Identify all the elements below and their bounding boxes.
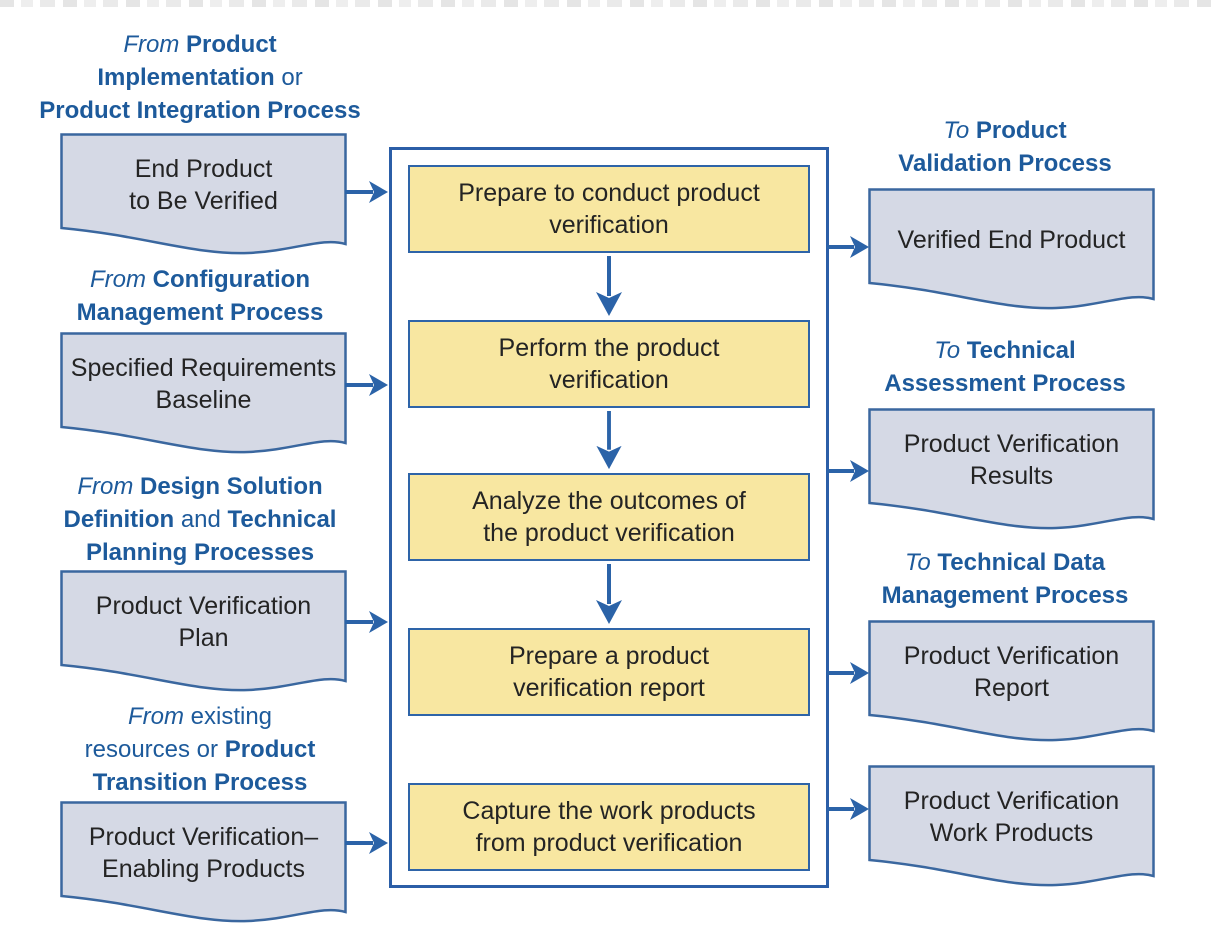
document-shape [60,133,347,255]
document-shape [868,408,1155,530]
arrow-step1-to-step2 [596,256,622,316]
document-shape [60,332,347,454]
arrow-step2-to-step3 [596,411,622,470]
document-shape [60,570,347,692]
document-shape [868,620,1155,742]
arrow-verification-plan-in [345,611,388,633]
arrow-requirements-baseline-in [345,374,388,396]
arrow-step3-to-step4 [596,564,622,624]
document-shape [868,765,1155,887]
doc-verified-end-product: Verified End Product [868,188,1155,316]
doc-text: Product Verification–Enabling Products [88,823,319,883]
doc-text: Verified End Product [897,226,1126,254]
arrow-verified-end-product-out [827,236,869,258]
doc-verification-enabling-products: Product Verification–Enabling Products [60,801,347,929]
arrow-work-products-out [827,798,869,820]
arrow-end-product-in [345,181,388,203]
cropped-text-artifact-strip [0,0,1212,7]
process-container-box [389,147,829,888]
arrow-verification-results-out [827,460,869,482]
arrow-verification-report-out [827,662,869,684]
document-shape [868,188,1155,310]
arrow-enabling-products-in [345,832,388,854]
document-shape [60,801,347,923]
